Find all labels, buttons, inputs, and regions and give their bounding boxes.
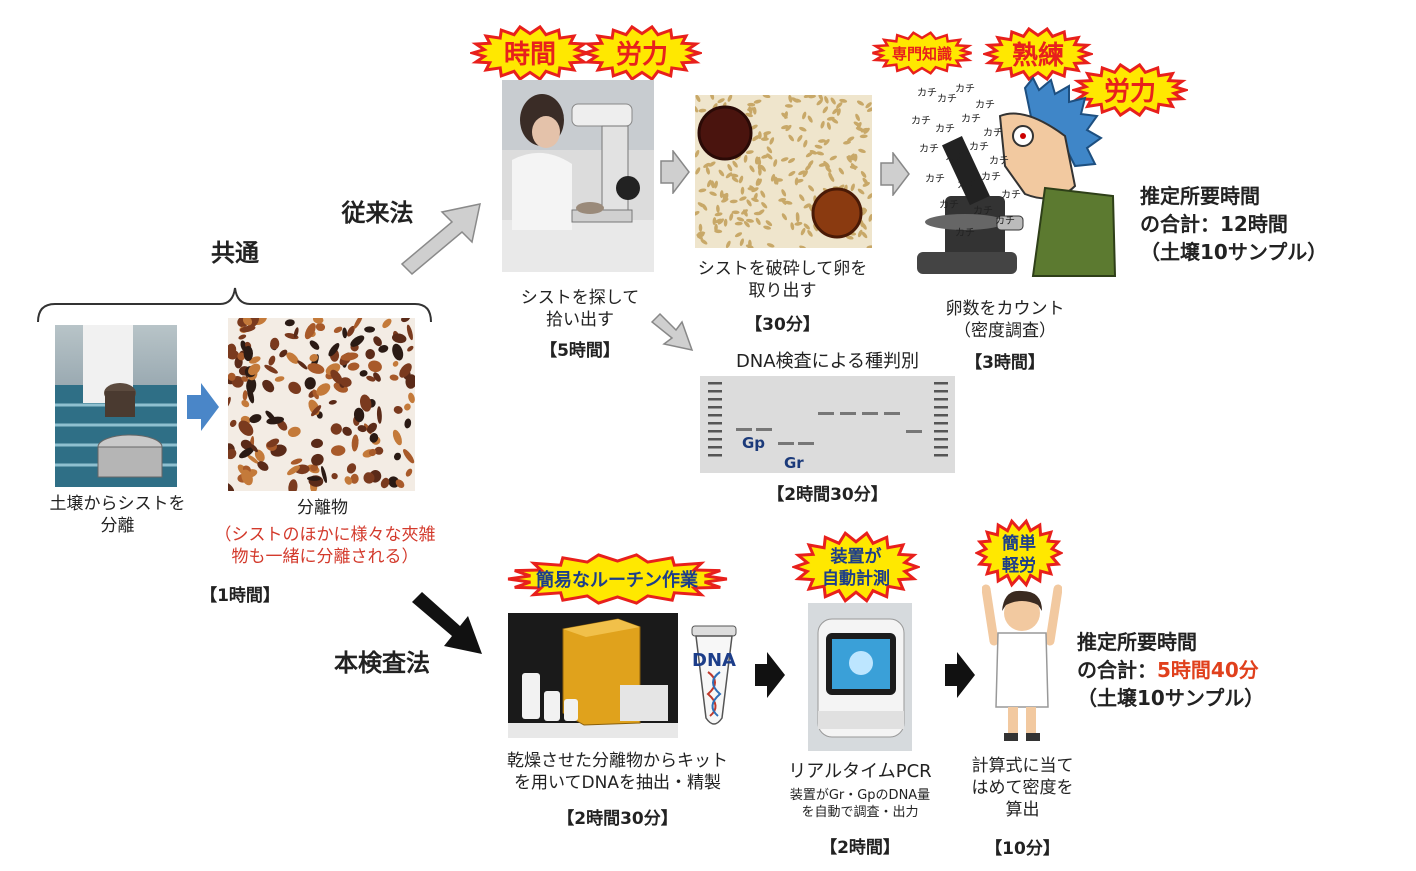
step1-arrow xyxy=(660,150,690,194)
sfx-text: カチ xyxy=(1001,190,1021,201)
sfx-text: カチ xyxy=(981,172,1001,183)
sfx-text: カチ xyxy=(925,174,945,185)
separated-note: （シストのほかに様々な夾雑物も一緒に分離される） xyxy=(214,525,436,568)
microscope-photo xyxy=(502,80,654,272)
sfx-text: カチ xyxy=(989,156,1009,167)
sfx-text: カチ xyxy=(935,124,955,135)
sfx-text: カチ xyxy=(919,144,939,155)
step3-caption: 卵数をカウント（密度調査） xyxy=(945,299,1065,342)
sfx-text: カチ xyxy=(945,152,965,163)
sfx-text: カチ xyxy=(955,84,975,95)
new-step2-caption: 装置がGr・GpのDNA量を自動で調査・出力 xyxy=(789,788,931,820)
soil-separation-photo xyxy=(55,325,177,487)
common-arrow xyxy=(187,383,219,431)
eggs-photo xyxy=(695,95,872,248)
sfx-text: カチ xyxy=(957,180,977,191)
sfx-text: カチ xyxy=(937,94,957,105)
sfx-text: カチ xyxy=(911,116,931,127)
burst-skill: 熟練 xyxy=(983,26,1093,82)
svg-text:Gr: Gr xyxy=(784,454,804,472)
svg-text:時間: 時間 xyxy=(504,40,556,70)
burst-auto: 装置が 自動計測 xyxy=(792,530,920,604)
dna-gel-image: Gp Gr xyxy=(700,376,955,473)
common-label: 共通 xyxy=(211,239,259,267)
sfx-text: カチ xyxy=(973,206,993,217)
step3-time: 【3時間】 xyxy=(965,353,1045,373)
new-step1-time: 【2時間30分】 xyxy=(557,809,678,829)
separated-material-photo xyxy=(228,318,415,491)
new-step1-caption: 乾燥させた分離物からキットを用いてDNAを抽出・精製 xyxy=(507,751,728,794)
svg-text:自動計測: 自動計測 xyxy=(822,568,890,589)
sfx-text: カチ xyxy=(955,228,975,239)
new-step2-title: リアルタイムPCR xyxy=(788,761,932,782)
svg-text:熟練: 熟練 xyxy=(1012,40,1064,71)
svg-text:専門知識: 専門知識 xyxy=(892,45,952,63)
new-method-label: 本検査法 xyxy=(334,649,430,677)
new-step1-arrow xyxy=(755,652,785,698)
step2-time: 【30分】 xyxy=(745,315,820,335)
sfx-text: カチ xyxy=(917,88,937,99)
new-method-total: 推定所要時間 の合計：5時間40分 （土壌10サンプル） xyxy=(1077,630,1265,710)
svg-text:簡単: 簡単 xyxy=(1001,533,1036,554)
burst-expertise: 専門知識 xyxy=(871,31,973,75)
svg-text:装置が: 装置が xyxy=(830,546,882,567)
sfx-text: カチ xyxy=(969,142,989,153)
svg-text:軽労: 軽労 xyxy=(1002,555,1036,576)
researcher-illustration xyxy=(981,583,1063,743)
egg-counting-illustration: カチカチカチカチカチカチカチカチカチカチカチカチカチカチカチカチカチカチカチカチ xyxy=(905,76,1120,286)
dna-tube-icon: DNA xyxy=(688,622,740,732)
new-step3-time: 【10分】 xyxy=(985,839,1060,859)
soil-caption: 土壌からシストを分離 xyxy=(49,494,186,537)
common-bracket xyxy=(37,287,432,323)
sfx-text: カチ xyxy=(995,216,1015,227)
conventional-total: 推定所要時間 の合計：12時間 （土壌10サンプル） xyxy=(1140,184,1328,264)
new-method-arrow xyxy=(412,592,482,654)
burst-time: 時間 xyxy=(470,24,590,82)
burst-labor: 労力 xyxy=(582,24,702,82)
sfx-text: カチ xyxy=(983,128,1003,139)
burst-routine: 簡易なルーチン作業 xyxy=(507,553,728,605)
burst-easy: 簡単 軽労 xyxy=(975,518,1063,588)
svg-text:簡易なルーチン作業: 簡易なルーチン作業 xyxy=(536,569,699,591)
separated-caption: 分離物 xyxy=(297,498,348,518)
sfx-text: カチ xyxy=(975,100,995,111)
sfx-text: カチ xyxy=(961,114,981,125)
dna-title: DNA検査による種判別 xyxy=(735,351,920,372)
step1-time: 【5時間】 xyxy=(540,341,620,361)
svg-text:労力: 労力 xyxy=(1104,77,1156,107)
new-step3-caption: 計算式に当てはめて密度を算出 xyxy=(971,756,1074,821)
pcr-device-photo xyxy=(808,603,912,751)
burst-labor-2: 労力 xyxy=(1072,62,1188,118)
new-step2-arrow xyxy=(945,652,975,698)
svg-text:Gp: Gp xyxy=(742,434,765,452)
sfx-text: カチ xyxy=(939,200,959,211)
step2-arrow xyxy=(880,152,910,196)
extraction-kit-photo xyxy=(508,613,678,738)
conventional-arrow xyxy=(400,203,481,276)
svg-text:労力: 労力 xyxy=(616,40,668,70)
dna-branch-arrow xyxy=(650,312,694,352)
dna-time: 【2時間30分】 xyxy=(767,485,888,505)
common-time: 【1時間】 xyxy=(200,586,280,606)
step1-caption: シストを探して拾い出す xyxy=(520,288,640,331)
new-step2-time: 【2時間】 xyxy=(820,838,900,858)
step2-caption: シストを破砕して卵を取り出す xyxy=(697,259,868,302)
conventional-label: 従来法 xyxy=(341,199,414,227)
